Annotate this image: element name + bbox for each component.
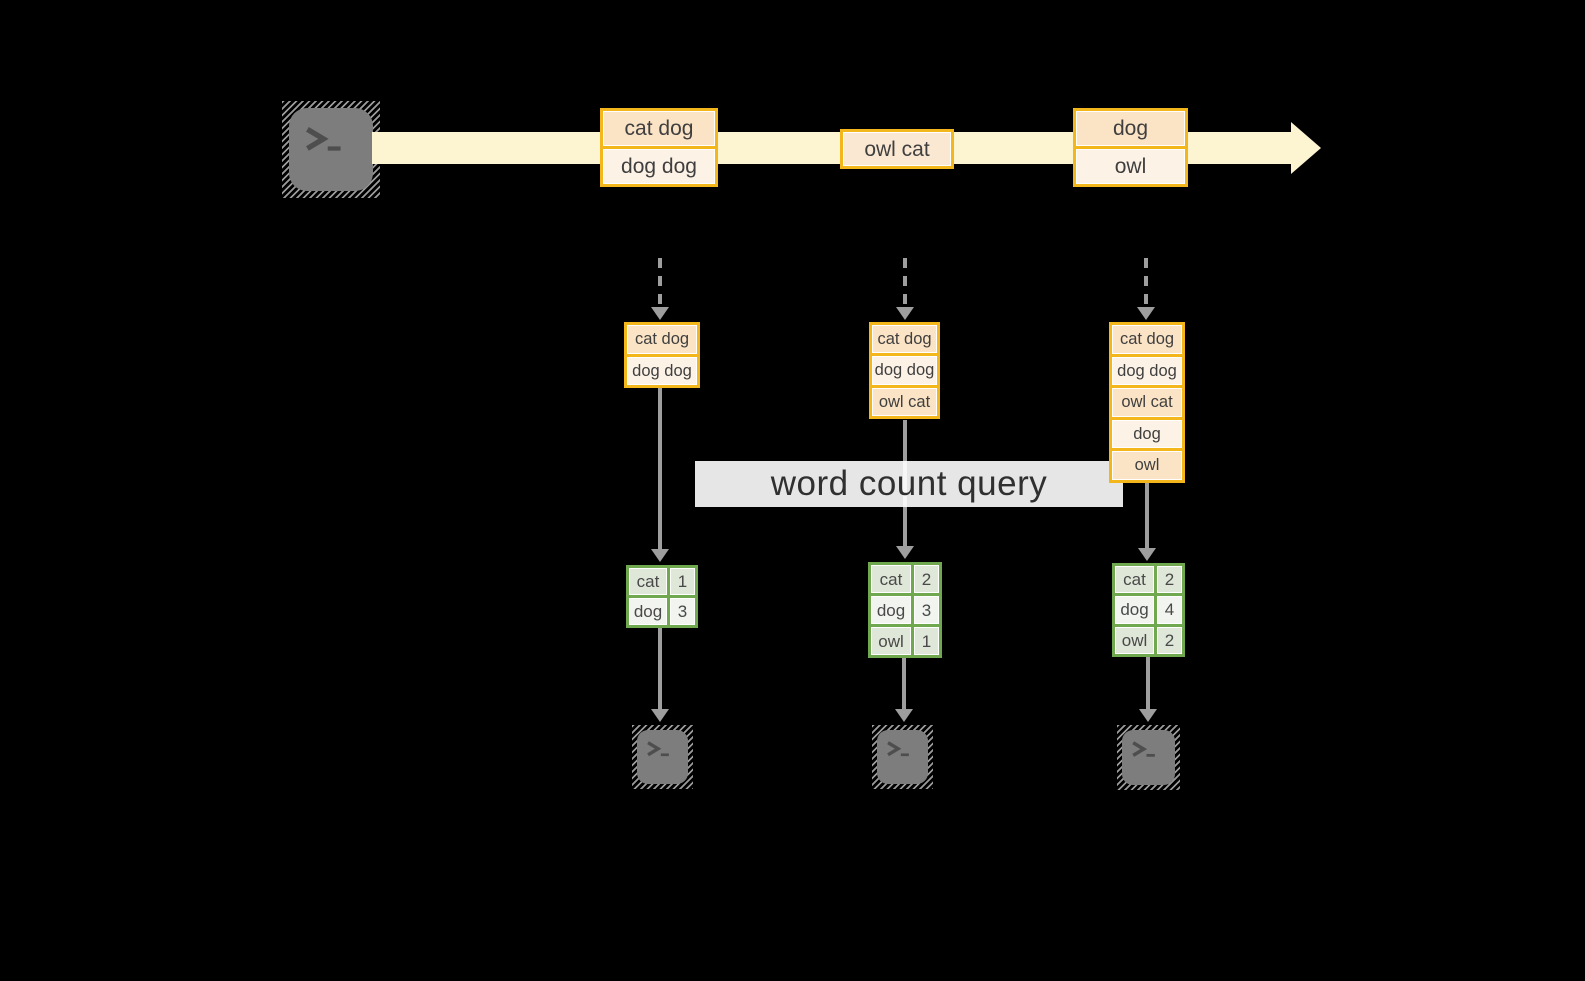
terminal-prompt-icon <box>886 740 909 756</box>
state-buffer-box-2: cat dog dog dog owl cat <box>869 322 940 419</box>
stream-event-box-1: cat dog dog dog <box>600 108 718 187</box>
arrowhead-icon <box>651 307 669 320</box>
stream-event-row: dog <box>1076 111 1185 146</box>
arrowhead-icon <box>895 709 913 722</box>
stream-event-row: owl <box>1076 149 1185 184</box>
count-cell: 1 <box>670 568 695 595</box>
state-row: cat dog <box>627 325 697 354</box>
count-cell: 3 <box>914 596 939 624</box>
output-arrow-3 <box>1139 657 1157 722</box>
arrowhead-icon <box>896 307 914 320</box>
terminal-prompt-icon <box>646 740 669 756</box>
word-cell: owl <box>1115 626 1154 654</box>
query-arrow-3 <box>1138 483 1156 561</box>
count-cell: 2 <box>1157 566 1182 594</box>
ingest-arrow-2 <box>896 258 914 320</box>
word-cell: cat <box>629 568 667 595</box>
word-cell: cat <box>871 565 911 593</box>
stream-event-row: owl cat <box>843 132 951 166</box>
query-label: word count query <box>695 461 1123 507</box>
word-cell: cat <box>1115 566 1154 594</box>
stream-event-box-3: dog owl <box>1073 108 1188 187</box>
output-arrow-2 <box>895 658 913 722</box>
state-buffer-box-1: cat dog dog dog <box>624 322 700 388</box>
stream-event-row: cat dog <box>603 111 715 146</box>
state-row: dog dog <box>627 356 697 385</box>
ingest-arrow-1 <box>651 258 669 320</box>
stream-event-row: dog dog <box>603 149 715 184</box>
sink-terminal-icon-2 <box>872 725 933 789</box>
query-arrow-1 <box>651 388 669 562</box>
source-terminal-icon <box>282 101 380 198</box>
count-cell: 2 <box>914 565 939 593</box>
word-cell: dog <box>871 596 911 624</box>
sink-terminal-icon-3 <box>1117 725 1180 790</box>
arrowhead-icon <box>1139 709 1157 722</box>
word-cell: owl <box>871 627 911 655</box>
arrowhead-icon <box>651 549 669 562</box>
ingest-arrow-3 <box>1137 258 1155 320</box>
state-row: dog <box>1112 419 1182 449</box>
count-table-3: cat 2 dog 4 owl 2 <box>1112 563 1185 657</box>
output-arrow-1 <box>651 628 669 722</box>
state-buffer-box-3: cat dog dog dog owl cat dog owl <box>1109 322 1185 483</box>
arrowhead-icon <box>1137 307 1155 320</box>
query-label-text: word count query <box>770 464 1048 503</box>
sink-terminal-icon-1 <box>632 725 693 789</box>
word-cell: dog <box>629 598 667 625</box>
state-row: cat dog <box>872 325 937 354</box>
arrowhead-icon <box>1138 548 1156 561</box>
count-cell: 2 <box>1157 626 1182 654</box>
state-row: owl cat <box>872 387 937 416</box>
arrowhead-icon <box>651 709 669 722</box>
word-cell: dog <box>1115 596 1154 624</box>
count-cell: 1 <box>914 627 939 655</box>
count-table-1: cat 1 dog 3 <box>626 565 698 628</box>
terminal-prompt-icon <box>305 126 341 151</box>
arrowhead-icon <box>896 546 914 559</box>
stream-arrowhead-icon <box>1291 122 1321 174</box>
state-row: owl cat <box>1112 388 1182 417</box>
state-row: owl <box>1112 451 1182 480</box>
count-table-2: cat 2 dog 3 owl 1 <box>868 562 942 658</box>
stream-event-box-2: owl cat <box>840 129 954 169</box>
state-row: dog dog <box>872 356 937 385</box>
count-cell: 4 <box>1157 596 1182 624</box>
count-cell: 3 <box>670 598 695 625</box>
state-row: cat dog <box>1112 325 1182 354</box>
state-row: dog dog <box>1112 356 1182 386</box>
terminal-prompt-icon <box>1132 741 1155 757</box>
